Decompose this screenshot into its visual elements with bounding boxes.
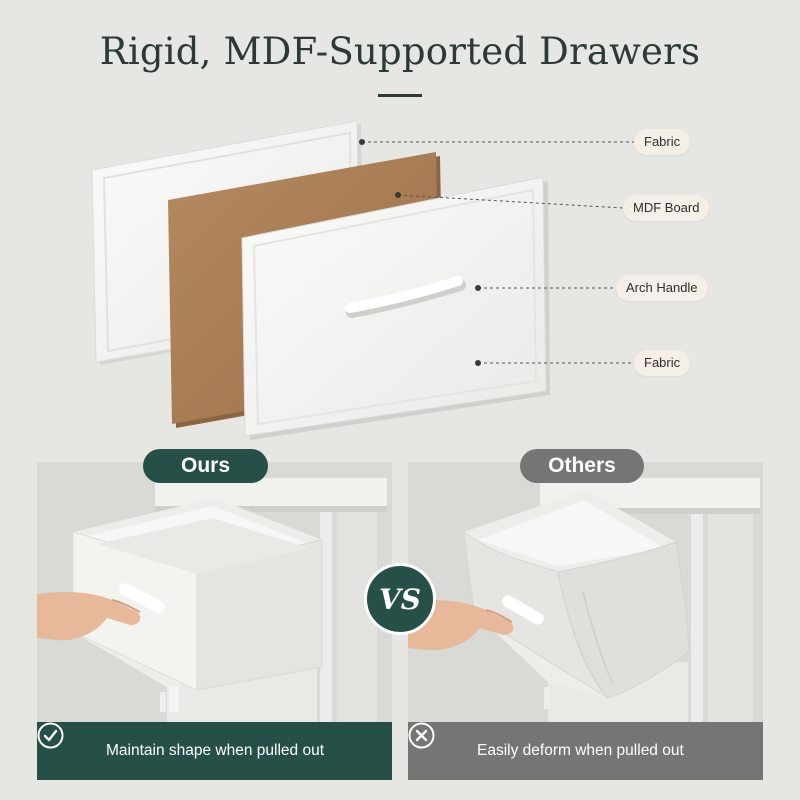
x-circle-icon [408, 722, 463, 765]
others-label-pill: Others [520, 449, 644, 483]
ours-caption-bar: Maintain shape when pulled out [37, 722, 392, 780]
ours-panel: Maintain shape when pulled out [37, 462, 392, 780]
ours-label-pill: Ours [143, 449, 268, 483]
others-panel: Easily deform when pulled out [408, 462, 763, 780]
others-caption: Easily deform when pulled out [477, 742, 684, 759]
others-caption-bar: Easily deform when pulled out [408, 722, 763, 780]
arch-handle [345, 276, 466, 318]
callout-fabric-top: Fabric [634, 129, 691, 155]
title-divider [378, 94, 422, 97]
page-title: Rigid, MDF-Supported Drawers [99, 30, 701, 73]
callout-dots [359, 139, 481, 366]
vs-badge: VS [364, 563, 436, 635]
ours-caption: Maintain shape when pulled out [106, 742, 325, 759]
callout-arch-handle: Arch Handle [616, 275, 708, 301]
callout-mdf-board: MDF Board [623, 195, 710, 221]
check-circle-icon [37, 722, 92, 765]
callout-leaders [362, 141, 634, 364]
callout-fabric-bottom: Fabric [634, 350, 691, 376]
drawer-layers-illustration [91, 120, 634, 440]
